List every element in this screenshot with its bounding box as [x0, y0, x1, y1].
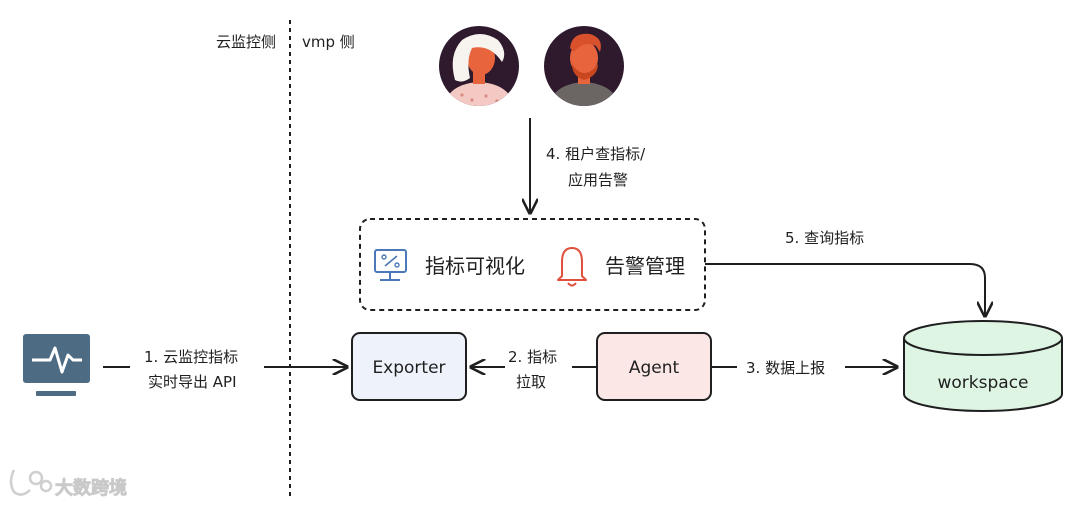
step5-label: 5. 查询指标	[785, 229, 864, 247]
monitor-pulse-icon	[23, 334, 90, 396]
exporter-node	[351, 332, 467, 401]
zone-label-cloud: 云监控侧	[216, 33, 276, 51]
user-avatar-man-icon	[544, 26, 624, 106]
visualization-label: 指标可视化	[425, 254, 525, 278]
zone-label-vmp: vmp 侧	[302, 33, 355, 51]
user-avatar-woman-icon	[439, 26, 519, 106]
step2-label-line2: 拉取	[516, 373, 546, 391]
step3-label: 3. 数据上报	[746, 359, 825, 377]
workspace-node	[903, 320, 1063, 412]
dashboard-chart-icon	[374, 249, 407, 281]
step4-label-line1: 4. 租户查指标/	[546, 145, 646, 163]
watermark-text: 大数跨境	[55, 477, 127, 499]
console-box	[359, 218, 706, 311]
alarm-bell-icon	[557, 247, 587, 287]
step4-label-line2: 应用告警	[568, 171, 628, 189]
agent-label: Agent	[629, 358, 680, 378]
exporter-label: Exporter	[372, 358, 445, 378]
step2-label-line1: 2. 指标	[508, 348, 557, 366]
dashuju-logo-icon	[9, 469, 53, 496]
step1-label-line2: 实时导出 API	[148, 373, 237, 391]
arrow-step5	[705, 263, 985, 316]
workspace-label: workspace	[937, 373, 1028, 393]
step1-label-line1: 1. 云监控指标	[144, 348, 238, 366]
alerting-label: 告警管理	[605, 254, 685, 278]
